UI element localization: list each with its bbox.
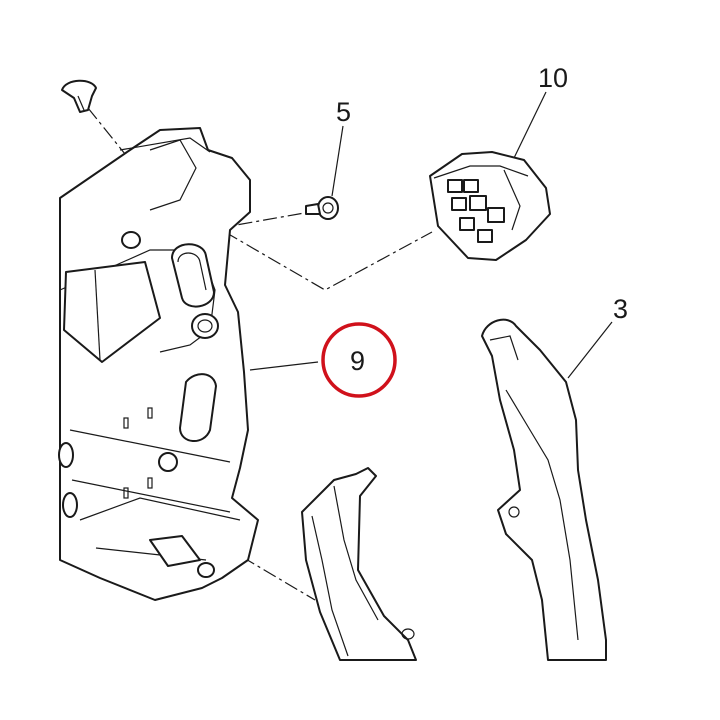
callout-9: 9 <box>350 346 365 376</box>
steering-column-bracket <box>58 127 259 601</box>
leader-9 <box>249 361 319 371</box>
clip-fastener <box>61 79 97 113</box>
leader-5 <box>331 125 344 197</box>
trim-panel-part-3 <box>481 318 607 661</box>
leader-10 <box>513 91 547 159</box>
lower-trim-piece <box>301 467 417 661</box>
callout-5: 5 <box>336 97 351 127</box>
screw-part-5 <box>305 196 339 220</box>
connector-part-10 <box>429 151 551 261</box>
leader-lines <box>249 91 613 379</box>
callout-3: 3 <box>613 294 628 324</box>
leader-3 <box>567 321 613 379</box>
highlight-circle <box>321 322 397 398</box>
callout-10: 10 <box>538 63 568 93</box>
